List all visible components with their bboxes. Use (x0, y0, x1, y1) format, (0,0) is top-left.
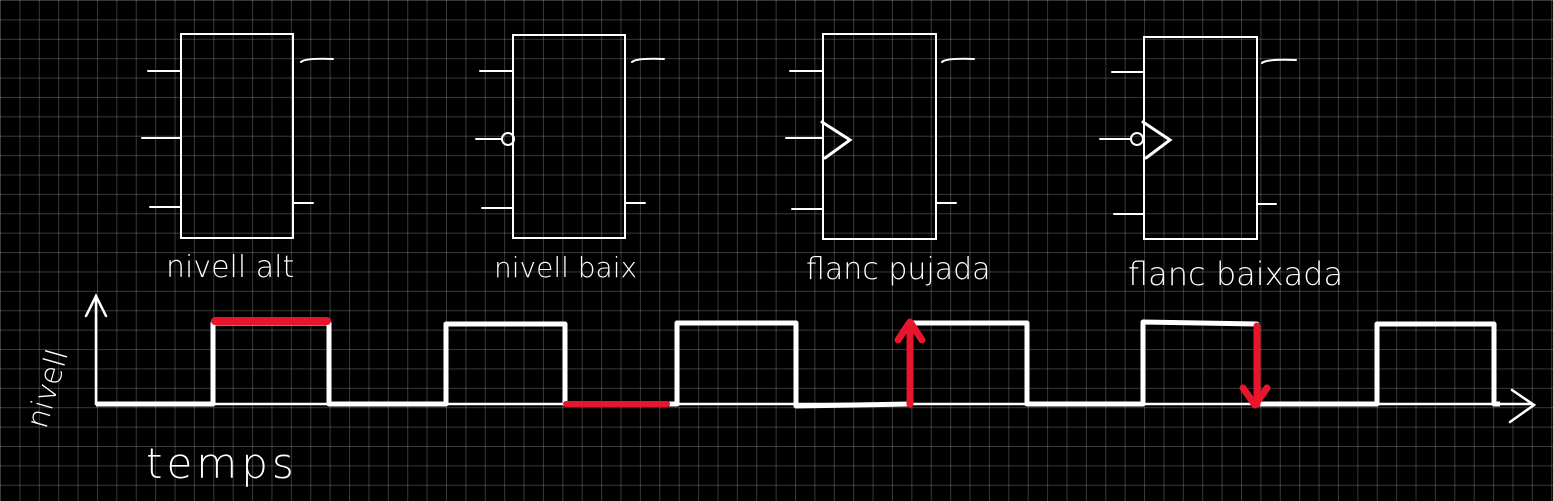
edge-triangle-icon (1141, 120, 1173, 160)
output-pin-top (1261, 58, 1297, 64)
falling-edge-arrow-icon (1239, 322, 1271, 409)
rising-edge-arrow-icon (894, 318, 926, 408)
block-label: nivell alt (166, 250, 294, 285)
block-flanc-pujada (785, 33, 975, 240)
block-box (512, 34, 626, 239)
block-label: flanc baixada (1128, 255, 1343, 293)
x-axis-arrow-icon (1508, 388, 1537, 424)
output-pin-top (631, 57, 665, 63)
square-wave (96, 319, 1500, 409)
output-pin-top (300, 57, 334, 63)
y-axis-arrow-icon (84, 293, 108, 318)
x-axis-label: temps (146, 439, 298, 488)
block-label: nivell baix (494, 251, 637, 284)
inversion-bubble-icon (1130, 132, 1144, 146)
block-box (822, 33, 937, 240)
block-flanc-baixada (1099, 36, 1297, 240)
edge-triangle-icon (820, 120, 853, 160)
y-axis-label: nivell (20, 345, 76, 432)
block-label: flanc pujada (806, 252, 991, 287)
block-nivell-alt (141, 33, 334, 239)
output-pin-top (941, 57, 975, 63)
block-box (180, 33, 294, 239)
block-box (1143, 36, 1258, 240)
inversion-bubble-icon (501, 132, 515, 146)
block-nivell-baix (475, 34, 665, 239)
